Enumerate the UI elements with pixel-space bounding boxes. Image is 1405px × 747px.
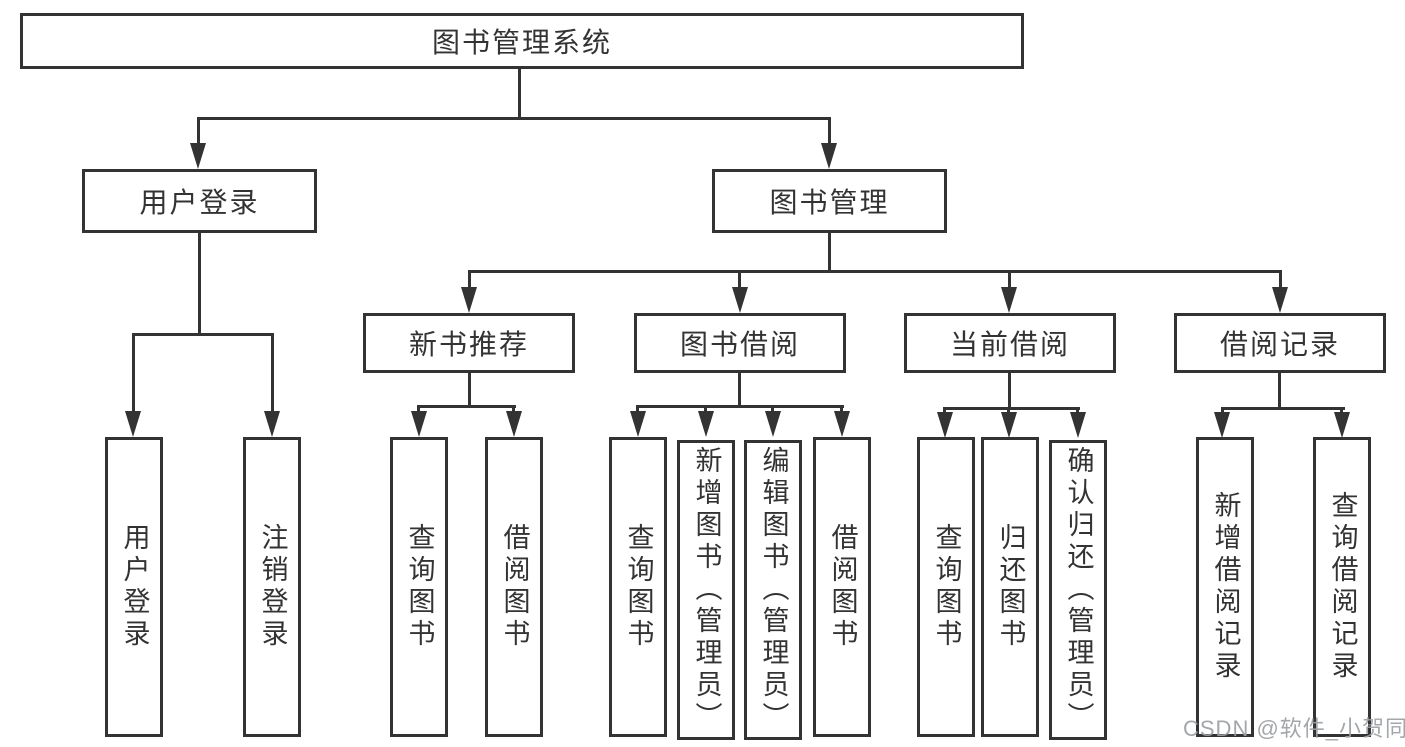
arrowhead-down-icon xyxy=(937,412,953,438)
arrowhead-down-icon xyxy=(1001,287,1017,313)
connector-line xyxy=(518,67,521,119)
node-label: 图书管理 xyxy=(769,187,890,218)
arrowhead-down-icon xyxy=(1334,412,1350,438)
arrowhead-down-icon xyxy=(765,411,781,437)
arrowhead-down-icon xyxy=(1272,287,1288,313)
connector-line xyxy=(738,270,741,295)
arrowhead-down-icon xyxy=(834,411,850,437)
arrowhead-down-icon xyxy=(190,143,206,169)
connector-line xyxy=(738,371,741,407)
connector-line xyxy=(132,333,135,423)
connector-line xyxy=(417,405,516,408)
connector-line xyxy=(1221,407,1345,410)
node-borrowing-records: 借阅记录 xyxy=(1174,313,1386,373)
arrowhead-down-icon xyxy=(821,143,837,169)
leaf-label: 查询图书 xyxy=(623,523,654,651)
watermark: CSDN @软件_小贺同学 xyxy=(1183,716,1405,741)
connector-line xyxy=(468,270,1282,273)
connector-line xyxy=(468,371,471,407)
arrowhead-down-icon xyxy=(698,411,714,437)
arrowhead-down-icon xyxy=(411,411,427,437)
leaf-query-borrow-record: 查询借阅记录 xyxy=(1313,437,1371,737)
leaf-return-book: 归还图书 xyxy=(981,437,1039,737)
leaf-label: 用户登录 xyxy=(119,523,150,651)
connector-line xyxy=(468,270,471,295)
leaf-label: 新增图书（管理员） xyxy=(691,446,722,734)
leaf-label: 归还图书 xyxy=(995,523,1026,651)
connector-line xyxy=(828,231,831,272)
arrowhead-down-icon xyxy=(506,411,522,437)
leaf-query-books-current: 查询图书 xyxy=(917,437,975,737)
node-label: 新书推荐 xyxy=(408,329,529,360)
arrowhead-down-icon xyxy=(1001,412,1017,438)
node-label: 当前借阅 xyxy=(949,329,1070,360)
leaf-label: 查询借阅记录 xyxy=(1327,491,1358,683)
leaf-label: 查询图书 xyxy=(931,523,962,651)
leaf-add-borrow-record: 新增借阅记录 xyxy=(1196,437,1254,737)
connector-line xyxy=(1008,270,1011,295)
connector-line xyxy=(198,231,201,335)
connector-line xyxy=(132,333,274,336)
node-book-borrowing: 图书借阅 xyxy=(634,313,846,373)
connector-line xyxy=(1279,270,1282,295)
connector-line xyxy=(1008,371,1011,409)
arrowhead-down-icon xyxy=(630,411,646,437)
node-library-management-system: 图书管理系统 xyxy=(20,13,1024,69)
leaf-borrow-books-borrow: 借阅图书 xyxy=(813,437,871,737)
leaf-user-login: 用户登录 xyxy=(105,437,163,737)
arrowhead-down-icon xyxy=(264,411,280,437)
node-current-borrowing: 当前借阅 xyxy=(904,313,1116,373)
connector-line xyxy=(828,117,831,150)
node-label: 图书借阅 xyxy=(679,329,800,360)
leaf-logout: 注销登录 xyxy=(243,437,301,737)
node-user-login: 用户登录 xyxy=(82,169,317,233)
leaf-label: 注销登录 xyxy=(257,523,288,651)
leaf-label: 编辑图书（管理员） xyxy=(758,446,789,734)
arrowhead-down-icon xyxy=(125,411,141,437)
leaf-confirm-return-admin: 确认归还（管理员） xyxy=(1049,440,1107,740)
leaf-borrow-books-recommend: 借阅图书 xyxy=(485,437,543,737)
leaf-add-book-admin: 新增图书（管理员） xyxy=(677,440,735,740)
arrowhead-down-icon xyxy=(732,287,748,313)
leaf-query-books-recommend: 查询图书 xyxy=(390,437,448,737)
connector-line xyxy=(1278,371,1281,409)
arrowhead-down-icon xyxy=(461,287,477,313)
node-label: 借阅记录 xyxy=(1219,329,1340,360)
connector-line xyxy=(636,405,844,408)
connector-line xyxy=(271,333,274,423)
leaf-label: 查询图书 xyxy=(404,523,435,651)
connector-line xyxy=(197,117,200,150)
leaf-query-books-borrow: 查询图书 xyxy=(609,437,667,737)
node-label: 用户登录 xyxy=(139,187,260,218)
leaf-label: 新增借阅记录 xyxy=(1210,491,1241,683)
arrowhead-down-icon xyxy=(1214,412,1230,438)
node-new-book-recommendation: 新书推荐 xyxy=(363,313,575,373)
leaf-label: 确认归还（管理员） xyxy=(1063,446,1094,734)
leaf-label: 借阅图书 xyxy=(499,523,530,651)
connector-line xyxy=(197,117,831,120)
node-book-management: 图书管理 xyxy=(712,169,947,233)
arrowhead-down-icon xyxy=(1070,412,1086,438)
node-label: 图书管理系统 xyxy=(431,27,612,58)
leaf-edit-book-admin: 编辑图书（管理员） xyxy=(744,440,802,740)
leaf-label: 借阅图书 xyxy=(827,523,858,651)
connector-line xyxy=(943,407,1080,410)
